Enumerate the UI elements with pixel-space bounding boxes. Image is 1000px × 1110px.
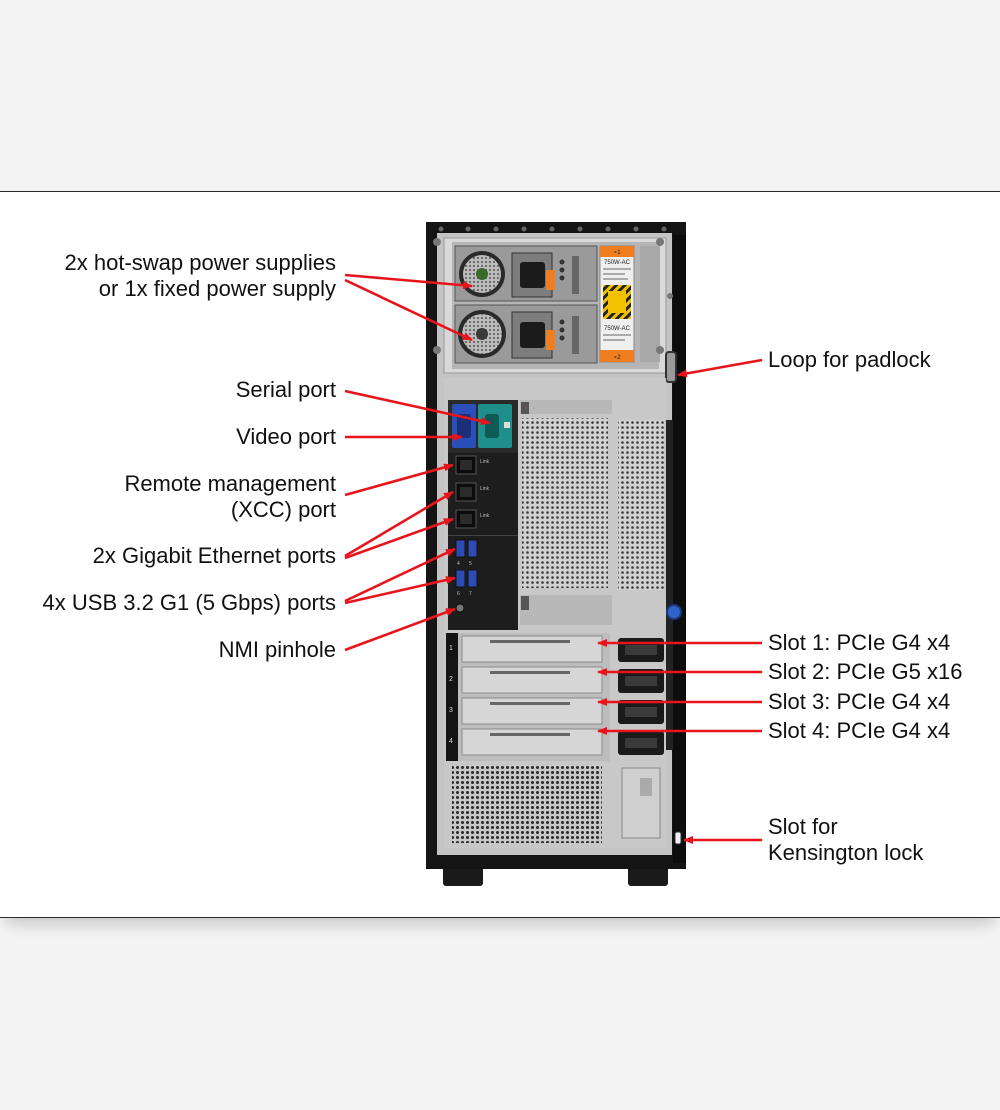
slot-number-4: 4	[449, 738, 453, 745]
svg-text:Link: Link	[480, 513, 490, 519]
label-serial-port: Serial port	[236, 377, 336, 402]
usb-port-7[interactable]	[467, 569, 478, 588]
psu-top-label: ∘1	[613, 250, 621, 256]
thumbscrew[interactable]	[666, 604, 682, 620]
arrow-padlock-loop	[677, 358, 763, 378]
psu-rating-bottom: 750W-AC	[604, 326, 631, 332]
arrow-usb-1	[344, 547, 456, 603]
psu-rating-top: 750W-AC	[604, 260, 631, 266]
label-video-port: Video port	[236, 424, 336, 449]
label-nmi-pinhole: NMI pinhole	[219, 637, 336, 662]
io-board: Link Link Link 4 5 6 7	[448, 400, 518, 630]
nmi-pinhole[interactable]	[455, 603, 465, 613]
power-supply-1[interactable]	[454, 245, 598, 302]
svg-text:Link: Link	[480, 459, 490, 465]
arrow-usb-2	[344, 576, 456, 605]
label-gigabit-ethernet: 2x Gigabit Ethernet ports	[93, 543, 336, 568]
power-supply-bay: ∘1 750W-AC 750W-AC ∘2	[433, 237, 667, 374]
usb-number-4: 4	[457, 561, 460, 567]
usb-number-6: 6	[457, 591, 460, 597]
slot-number-3: 3	[449, 707, 453, 714]
usb-port-4[interactable]	[455, 539, 466, 558]
usb-number-7: 7	[469, 591, 472, 597]
pcie-slot-4[interactable]	[461, 728, 603, 756]
label-usb-ports: 4x USB 3.2 G1 (5 Gbps) ports	[43, 590, 336, 615]
arrow-ethernet-1	[344, 490, 454, 558]
psu-bottom-label: ∘2	[613, 355, 621, 361]
label-xcc-line2: (XCC) port	[231, 497, 336, 522]
power-supply-label-sticker: ∘1 750W-AC 750W-AC ∘2	[599, 245, 635, 363]
power-supply-2[interactable]	[454, 304, 598, 364]
label-padlock-loop: Loop for padlock	[768, 347, 932, 372]
slot-number-2: 2	[449, 676, 453, 683]
label-slot-1: Slot 1: PCIe G4 x4	[768, 630, 950, 655]
arrow-psu-1	[344, 273, 473, 290]
pcie-slot-2[interactable]	[461, 666, 603, 694]
label-kensington-line2: Kensington lock	[768, 840, 924, 865]
label-slot-3: Slot 3: PCIe G4 x4	[768, 689, 950, 714]
vent-grille-right	[618, 420, 664, 590]
usb-port-5[interactable]	[467, 539, 478, 558]
arrow-nmi-pinhole	[344, 607, 456, 652]
pcie-slot-area: 1 2 3 4	[446, 633, 610, 761]
label-psu-line1: 2x hot-swap power supplies	[65, 250, 336, 275]
vent-grille-center	[522, 418, 608, 588]
svg-text:Link: Link	[480, 486, 490, 492]
label-psu-line2: or 1x fixed power supply	[99, 276, 336, 301]
label-kensington-line1: Slot for	[768, 814, 838, 839]
ethernet-port-2[interactable]	[455, 509, 477, 529]
kensington-slot[interactable]	[674, 831, 682, 845]
video-port[interactable]	[452, 404, 476, 448]
arrow-xcc-port	[344, 463, 454, 497]
xcc-port[interactable]	[455, 455, 477, 475]
arrow-ethernet-2	[344, 517, 454, 560]
pcie-slot-1[interactable]	[461, 635, 603, 663]
padlock-loop[interactable]	[665, 351, 677, 383]
ethernet-port-1[interactable]	[455, 482, 477, 502]
label-slot-4: Slot 4: PCIe G4 x4	[768, 718, 950, 743]
serial-port[interactable]	[478, 404, 512, 448]
pcie-slot-3[interactable]	[461, 697, 603, 725]
vent-grille-bottom	[452, 765, 602, 843]
slot-number-1: 1	[449, 645, 453, 652]
label-xcc-line1: Remote management	[124, 471, 336, 496]
arrow-psu-2	[344, 278, 473, 342]
usb-port-6[interactable]	[455, 569, 466, 588]
usb-number-5: 5	[469, 561, 472, 567]
arrow-serial-port	[344, 389, 491, 425]
label-slot-2: Slot 2: PCIe G5 x16	[768, 659, 962, 684]
